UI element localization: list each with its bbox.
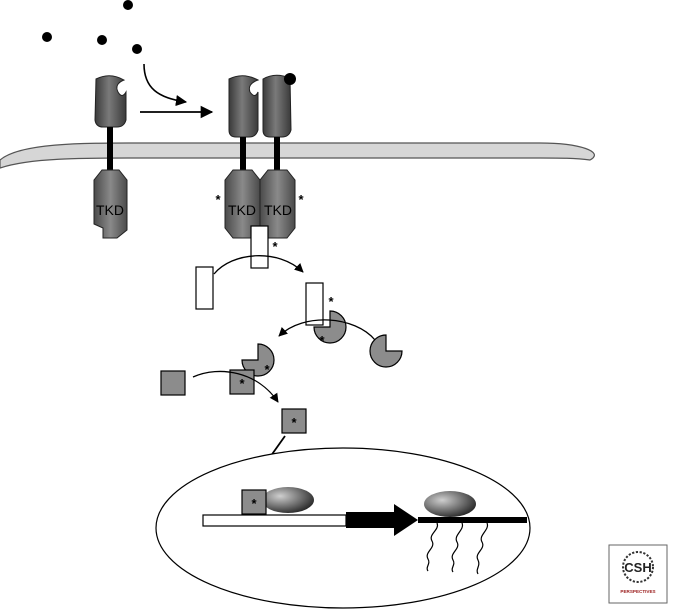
kinase-inactive: [369, 334, 403, 368]
effector-inactive: [160, 370, 186, 396]
receptor-transmembrane-segment: [274, 137, 280, 172]
receptor-transmembrane-segment: [240, 137, 246, 172]
effector-activation-arrow: [192, 370, 279, 403]
receptor-extracellular-domain: [94, 75, 127, 128]
phosphorylation-mark: *: [291, 415, 297, 430]
phosphorylation-mark: *: [272, 239, 278, 254]
phosphorylation-mark: *: [215, 192, 221, 207]
transcription-factor-bound: [241, 489, 267, 515]
mrna-transcript: [451, 522, 464, 573]
logo-frame: [608, 544, 668, 604]
tkd-label: TKD: [96, 202, 124, 218]
kinase-activation-arrow: [278, 319, 376, 341]
kinase-phosphorylated: [241, 343, 275, 377]
ligand-dot: [97, 35, 107, 45]
receptor-dimer: TKD TKD * *: [215, 73, 304, 239]
gene-body-dna: [418, 517, 527, 523]
phosphorylation-mark: *: [239, 376, 245, 391]
logo-top-text: CSH: [624, 560, 651, 575]
phosphorylation-mark: *: [251, 496, 257, 511]
tkd-domain: [259, 169, 296, 239]
tkd-domain: [93, 169, 128, 239]
ligand-binding-arrow: [143, 63, 188, 107]
transcription-complex: [262, 487, 314, 513]
effector-phosphorylated: [229, 369, 255, 395]
adaptor-activation-arrow: [213, 255, 304, 275]
adaptor-protein-inactive: [195, 266, 214, 310]
bound-ligand: [284, 73, 296, 85]
ligand-dot: [42, 32, 52, 42]
receptor-extracellular-domain: [262, 74, 292, 138]
csh-perspectives-logo: CSH PERSPECTIVES: [608, 544, 668, 604]
receptor-extracellular-domain: [228, 75, 260, 138]
kinase-phosphorylated: [313, 310, 347, 344]
plasma-membrane: [0, 142, 596, 169]
phosphorylation-mark: *: [328, 294, 334, 309]
phosphorylation-mark: *: [264, 362, 270, 377]
ligand-dot: [123, 0, 133, 10]
logo-ring: [622, 551, 654, 583]
mrna-transcript: [476, 522, 489, 575]
ligand-dot: [132, 44, 142, 54]
logo-bottom-text: PERSPECTIVES: [620, 589, 655, 594]
promoter-dna: [202, 514, 347, 527]
adaptor-protein-phosphorylated: [250, 225, 269, 269]
nucleus: [155, 447, 531, 609]
tkd-label: TKD: [264, 202, 292, 218]
mrna-transcript: [426, 522, 439, 572]
rna-polymerase: [424, 491, 476, 517]
phosphorylation-mark: *: [319, 333, 325, 348]
receptor-transmembrane-segment: [107, 127, 113, 172]
gene-arrow: [346, 504, 418, 536]
adaptor-protein-phosphorylated: [305, 282, 324, 326]
effector-phosphorylated: [281, 408, 307, 434]
phosphorylation-mark: *: [298, 192, 304, 207]
tkd-label: TKD: [228, 202, 256, 218]
receptor-monomer: TKD: [93, 75, 128, 239]
